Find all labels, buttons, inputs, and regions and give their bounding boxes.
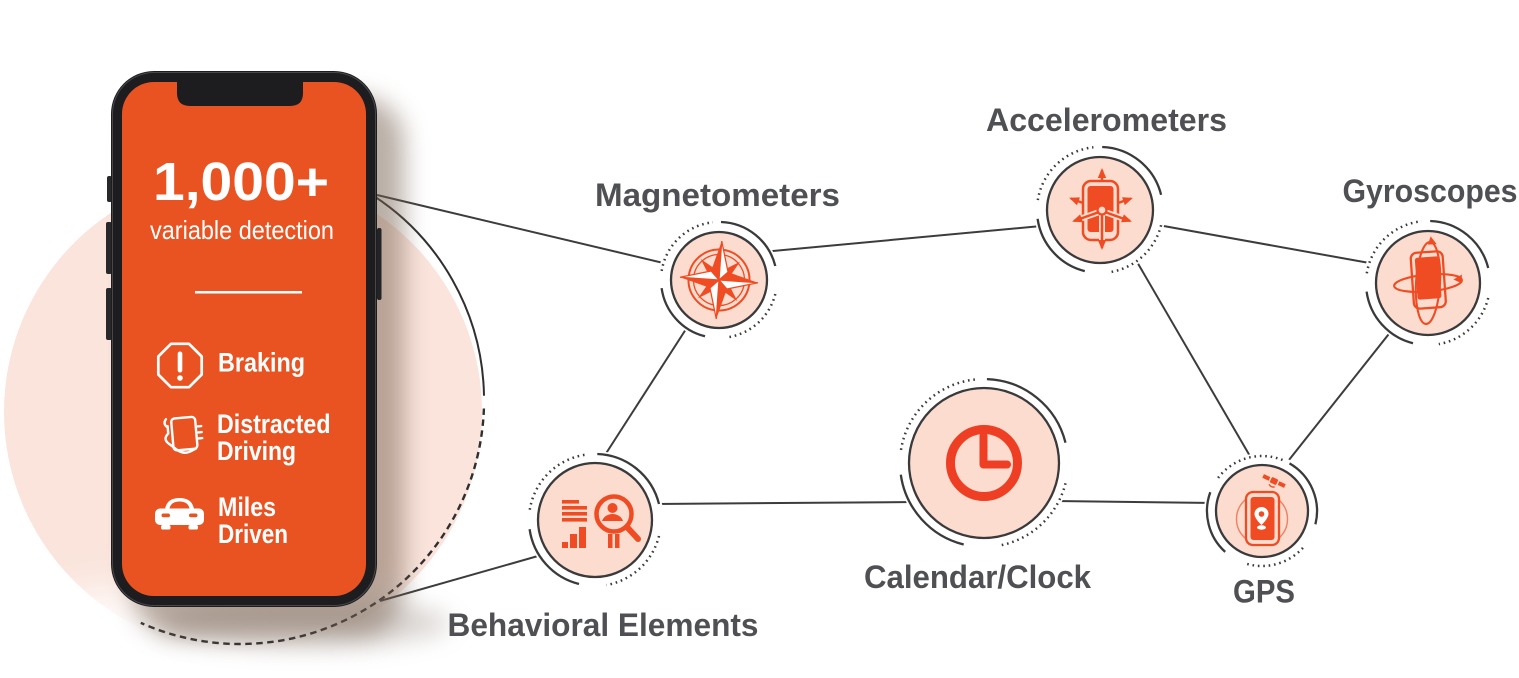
svg-text:Behavioral Elements: Behavioral Elements: [448, 607, 759, 643]
svg-text:Driven: Driven: [218, 519, 288, 549]
svg-text:Distracted: Distracted: [217, 409, 331, 439]
svg-text:GPS: GPS: [1233, 574, 1295, 610]
svg-text:Magnetometers: Magnetometers: [595, 177, 840, 213]
svg-text:Driving: Driving: [217, 436, 296, 466]
svg-text:Miles: Miles: [218, 492, 276, 522]
svg-text:Gyroscopes: Gyroscopes: [1343, 173, 1518, 209]
svg-text:Accelerometers: Accelerometers: [986, 102, 1227, 138]
svg-text:Braking: Braking: [218, 348, 305, 378]
svg-text:1,000+: 1,000+: [153, 152, 329, 212]
svg-text:Calendar/Clock: Calendar/Clock: [864, 559, 1092, 595]
svg-text:variable detection: variable detection: [150, 215, 334, 245]
